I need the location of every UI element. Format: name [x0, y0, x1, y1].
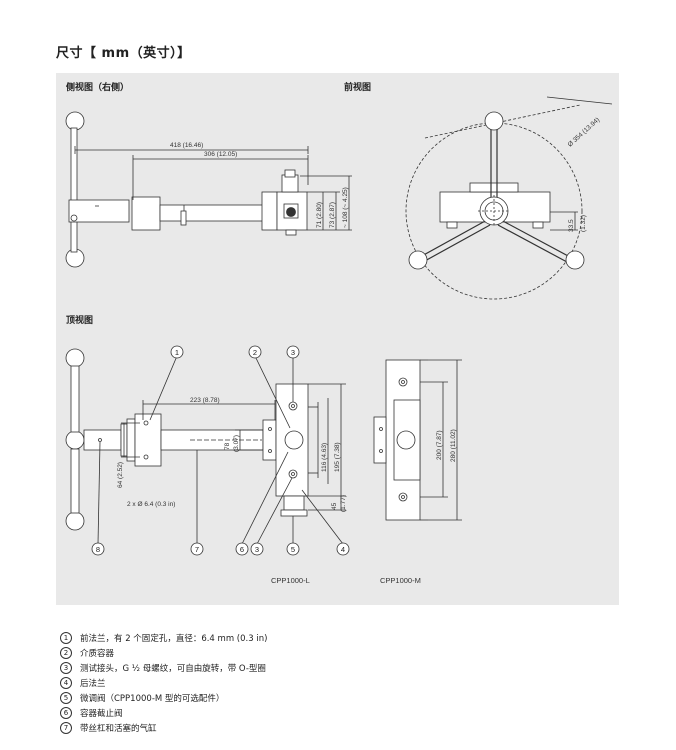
legend-text: 带丝杠和活塞的气缸 [80, 723, 157, 734]
dim-354: Ø 354 (13.94) [567, 116, 601, 148]
page-title: 尺寸【 mm（英寸）】 [56, 46, 191, 61]
legend-list: 1 前法兰，有 2 个固定孔，直径：6.4 mm (0.3 in) 2 介质容器… [60, 630, 267, 735]
legend-number: 1 [60, 631, 72, 644]
dim-306: 306 (12.05) [204, 151, 237, 158]
dim-71: 71 (2.80) [316, 202, 323, 228]
legend-number: 7 [60, 721, 72, 734]
legend-number: 4 [60, 676, 72, 689]
callout-7: 7 [195, 545, 199, 554]
legend-item: 2 介质容器 [60, 645, 267, 660]
callout-1: 1 [175, 348, 179, 357]
legend-item: 6 容器截止阀 [60, 705, 267, 720]
side-view-title: 侧视图（右侧） [66, 83, 130, 93]
front-view-drawing [405, 96, 613, 300]
callout-2: 2 [253, 348, 257, 357]
legend-text: 测试接头，G ½ 母螺纹，可自由旋转，带 O-型圈 [80, 663, 266, 674]
dim-108: ~ 108 (~ 4.25) [342, 187, 349, 228]
legend-number: 5 [60, 691, 72, 704]
callout-3-bottom: 3 [255, 545, 259, 554]
dim-45: 45 [331, 502, 338, 510]
legend-item: 1 前法兰，有 2 个固定孔，直径：6.4 mm (0.3 in) [60, 630, 267, 645]
callout-6: 6 [240, 545, 244, 554]
callout-5: 5 [291, 545, 295, 554]
top-view-title: 顶视图 [66, 316, 94, 326]
legend-number: 2 [60, 646, 72, 659]
front-view-title: 前视图 [344, 83, 372, 93]
model-label-l: CPP1000-L [271, 576, 310, 585]
drawing-panel [56, 73, 619, 605]
legend-text: 前法兰，有 2 个固定孔，直径：6.4 mm (0.3 in) [80, 633, 268, 644]
dim-33: 33.5 [568, 219, 575, 232]
model-label-m: CPP1000-M [380, 576, 421, 585]
dim-64: 64 (2.52) [117, 462, 124, 488]
dim-418: 418 (16.46) [170, 142, 203, 149]
dim-280: 280 (11.02) [450, 429, 457, 462]
dim-33-in: (1.32) [580, 215, 587, 232]
legend-item: 4 后法兰 [60, 675, 267, 690]
legend-item: 3 测试接头，G ½ 母螺纹，可自由旋转，带 O-型圈 [60, 660, 267, 675]
dim-116: 116 (4.63) [321, 443, 328, 472]
top-view-m-drawing [373, 359, 462, 521]
dim-holes: 2 x Ø 6.4 (0.3 in) [127, 501, 175, 508]
legend-item: 5 微调阀（CPP1000-M 型的可选配件） [60, 690, 267, 705]
callout-8: 8 [96, 545, 100, 554]
dim-78-in: (3.07) [233, 435, 240, 452]
legend-text: 后法兰 [80, 678, 106, 689]
dim-195: 195 (7.38) [334, 442, 341, 472]
dim-78: 78 [224, 442, 231, 450]
legend-number: 6 [60, 706, 72, 719]
dim-45-in: (1.77) [340, 495, 347, 512]
callout-leaders [97, 355, 344, 545]
callout-4: 4 [341, 545, 345, 554]
side-view-drawing [65, 111, 352, 268]
dim-200: 200 (7.87) [436, 430, 443, 460]
legend-number: 3 [60, 661, 72, 674]
dim-223: 223 (8.78) [190, 397, 220, 404]
top-view-l-drawing [65, 348, 346, 531]
dim-73: 73 (2.87) [329, 202, 336, 228]
legend-text: 介质容器 [80, 648, 115, 659]
callout-3-top: 3 [291, 348, 295, 357]
legend-item: 7 带丝杠和活塞的气缸 [60, 720, 267, 735]
legend-text: 微调阀（CPP1000-M 型的可选配件） [80, 693, 225, 704]
legend-text: 容器截止阀 [80, 708, 123, 719]
